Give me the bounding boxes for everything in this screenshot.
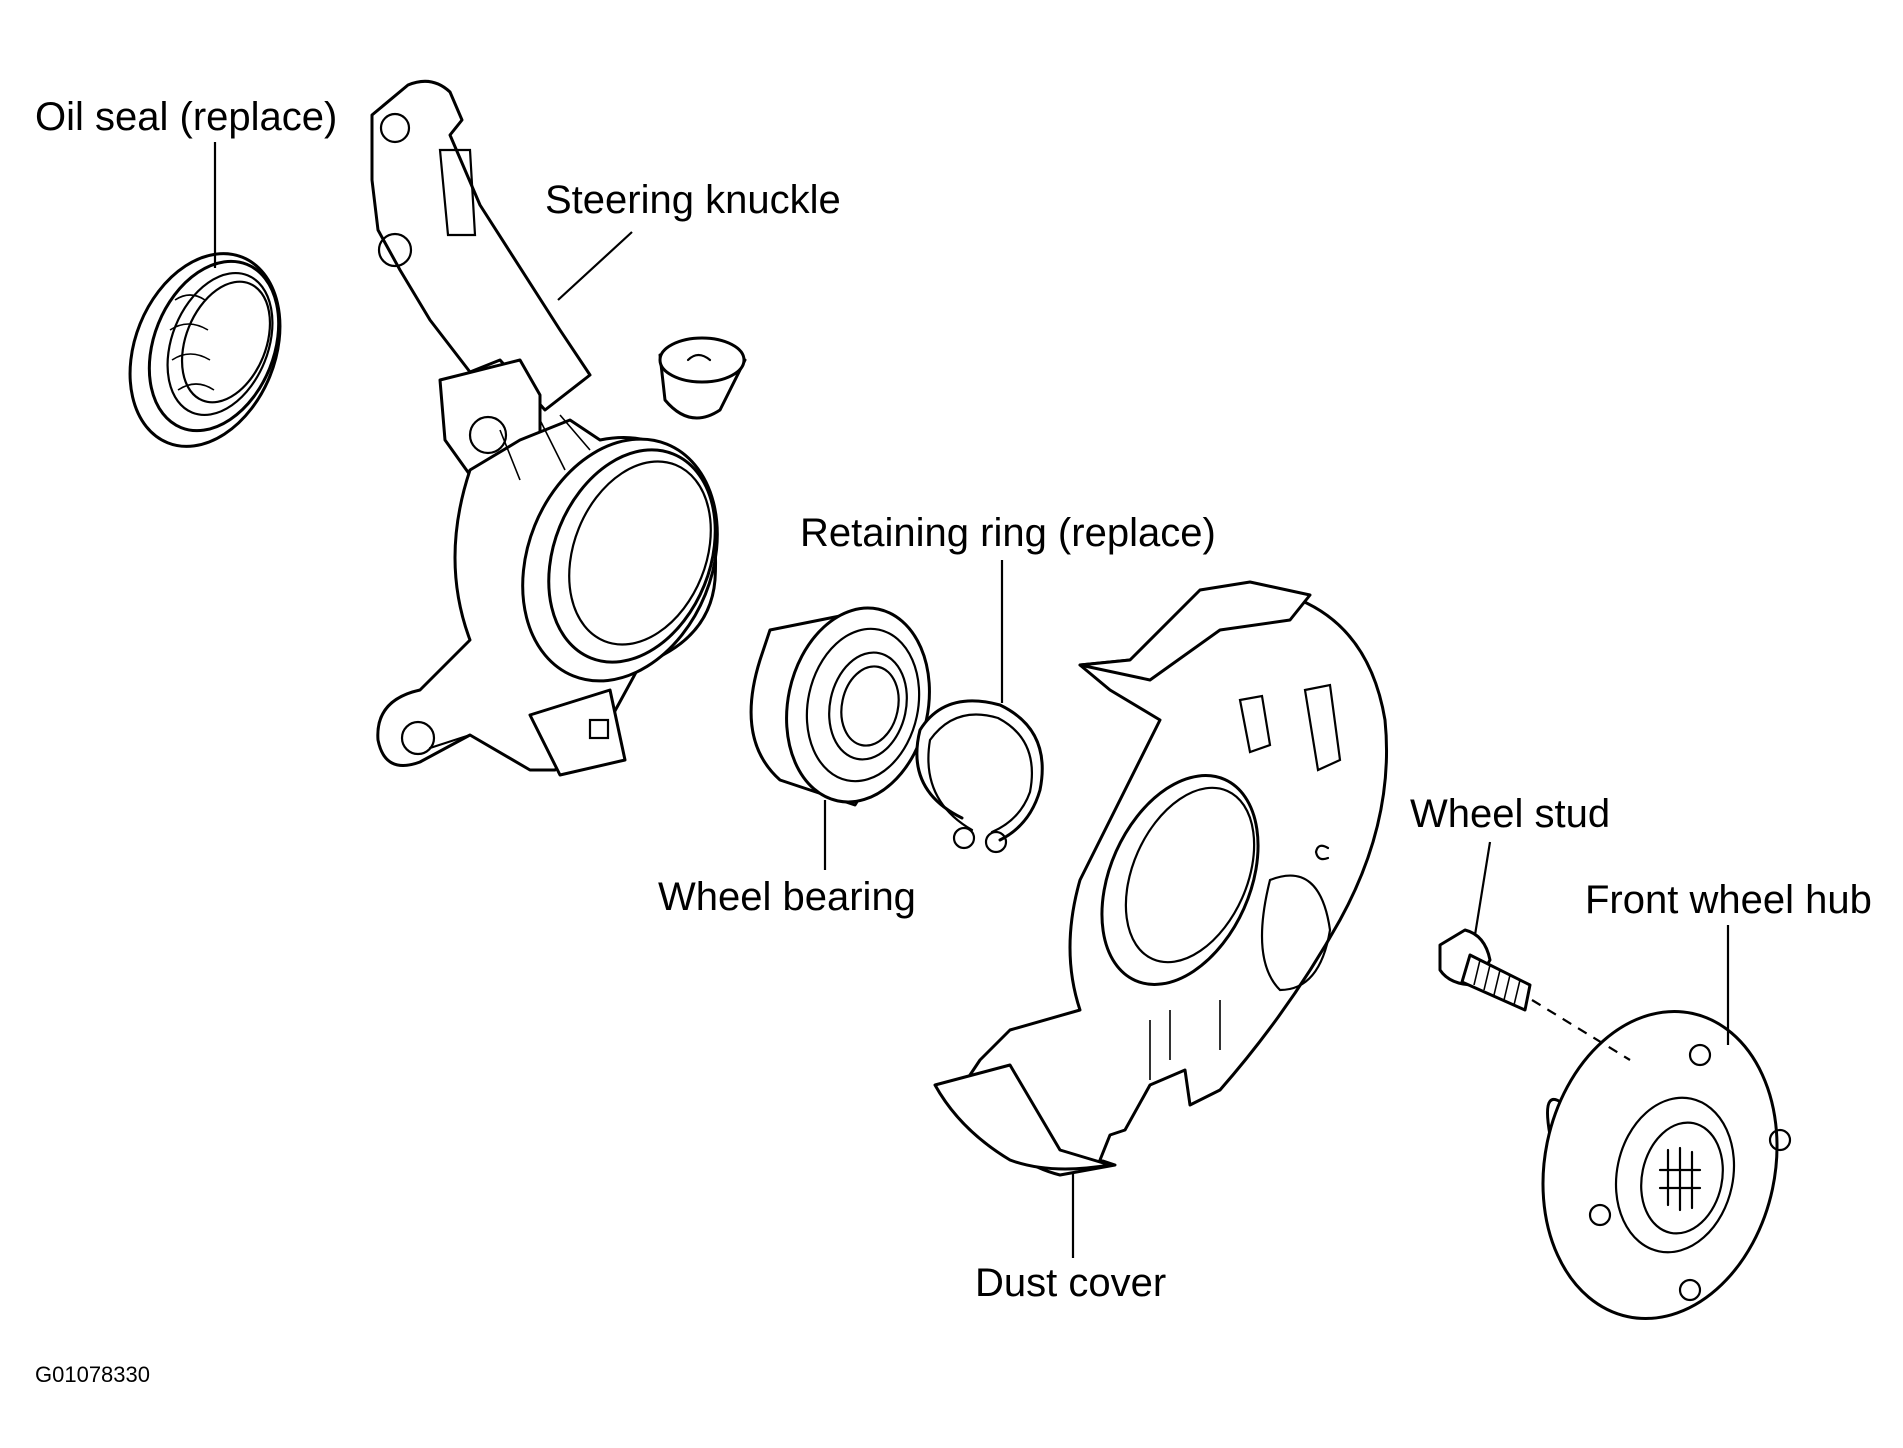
figure-code: G01078330 — [35, 1362, 150, 1387]
stud-to-hub-dashed-line — [1531, 999, 1631, 1061]
oil-seal-label: Oil seal (replace) — [35, 95, 337, 139]
front-wheel-hub-label: Front wheel hub — [1585, 878, 1872, 922]
wheel-stud-label: Wheel stud — [1410, 792, 1610, 836]
oil-seal-part — [128, 252, 282, 448]
front-wheel-hub-part — [1541, 1010, 1792, 1320]
leader-lines — [213, 142, 1730, 1258]
retaining-ring-label: Retaining ring (replace) — [800, 511, 1216, 555]
steering-knuckle-label: Steering knuckle — [545, 178, 841, 222]
steering-knuckle-part — [370, 79, 747, 777]
dust-cover-label: Dust cover — [975, 1261, 1166, 1305]
retaining-ring-part — [915, 699, 1044, 854]
wheel-stud-part — [1438, 928, 1532, 1012]
wheel-bearing-label: Wheel bearing — [658, 875, 916, 919]
wheel-stud-leader — [1473, 841, 1492, 936]
dust-cover-part — [933, 580, 1389, 1177]
steering-knuckle-leader — [557, 231, 633, 301]
wheel-bearing-part — [749, 606, 931, 807]
